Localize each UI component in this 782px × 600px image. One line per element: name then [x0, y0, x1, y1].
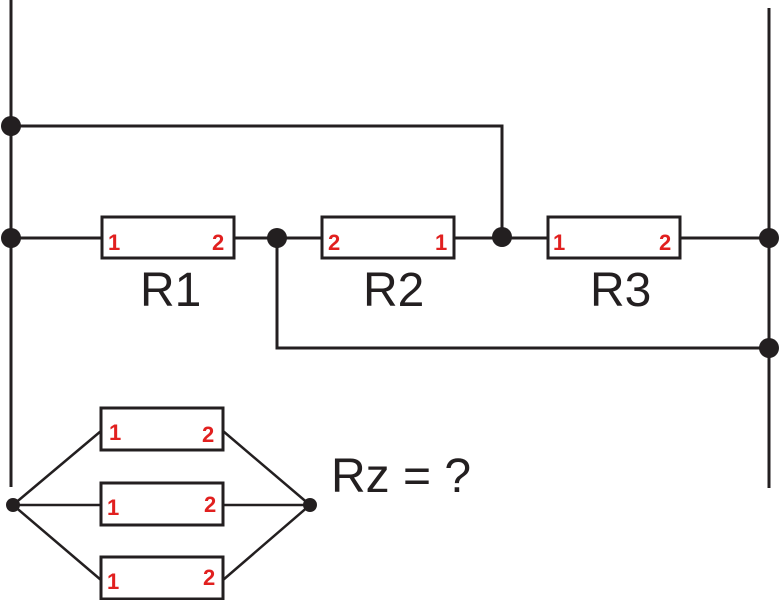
resistor-r1: 1 2 R1	[100, 215, 236, 317]
parallel-resistor-bottom-body	[99, 555, 225, 600]
resistor-r3-label: R3	[590, 264, 651, 317]
parallel-wire-right-top	[222, 430, 311, 506]
resistor-r1-left-pin: 1	[108, 230, 120, 255]
junction-node-left-top	[1, 116, 21, 136]
resistor-r2-right-pin: 1	[435, 230, 447, 255]
resistor-r3-left-pin: 1	[553, 230, 565, 255]
resistor-r3: 1 2 R3	[546, 215, 682, 317]
bottom-bypass-wire	[275, 238, 769, 350]
junction-node-r1-r2	[267, 228, 287, 248]
resistor-r2-body	[320, 215, 456, 260]
junction-node-right-main	[759, 228, 779, 248]
parallel-resistor-top-body	[99, 406, 225, 452]
resistor-r3-body	[546, 215, 682, 260]
parallel-resistor-bottom-right-pin: 2	[203, 565, 215, 590]
question-text: Rz = ?	[331, 450, 471, 503]
parallel-resistor-bottom-left-pin: 1	[107, 569, 119, 594]
parallel-node-right	[303, 498, 317, 512]
resistor-r3-right-pin: 2	[659, 230, 671, 255]
parallel-resistor-top: 1 2	[99, 406, 225, 452]
parallel-wire-left-bot	[12, 504, 102, 581]
resistor-r1-label: R1	[140, 264, 201, 317]
parallel-resistor-middle-right-pin: 2	[204, 492, 216, 517]
parallel-resistor-middle: 1 2	[99, 481, 225, 527]
parallel-wire-right-bot	[222, 504, 311, 581]
junction-node-r2-r3	[492, 227, 512, 247]
junction-node-right-bottom	[759, 338, 779, 358]
resistor-r1-right-pin: 2	[212, 230, 224, 255]
parallel-resistor-bottom: 1 2	[99, 555, 225, 600]
parallel-resistor-top-right-pin: 2	[202, 422, 214, 447]
parallel-wire-left-top	[12, 430, 102, 506]
resistor-r2-left-pin: 2	[328, 230, 340, 255]
parallel-diagram: 1 2 1 2 1 2	[6, 406, 317, 600]
junction-node-left-main	[1, 228, 21, 248]
resistor-r2-label: R2	[363, 264, 424, 317]
resistor-r1-body	[100, 215, 236, 260]
parallel-resistor-top-left-pin: 1	[109, 420, 121, 445]
parallel-resistor-middle-body	[99, 481, 225, 527]
parallel-node-left	[6, 498, 20, 512]
parallel-resistor-middle-left-pin: 1	[107, 495, 119, 520]
top-bypass-wire	[11, 124, 504, 237]
resistor-r2: 2 1 R2	[320, 215, 456, 317]
